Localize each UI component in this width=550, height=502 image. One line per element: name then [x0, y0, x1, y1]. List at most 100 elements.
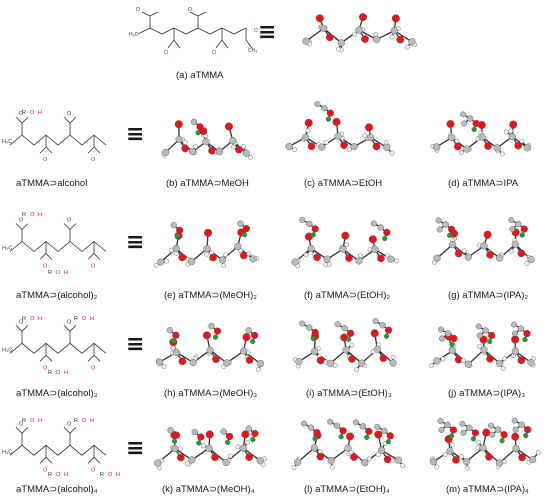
carbon-atom	[463, 145, 471, 153]
oxygen-atom	[500, 431, 508, 439]
oxygen-atom	[347, 329, 355, 337]
oxygen-atom	[316, 356, 325, 365]
panel-a-skeletal: O O H₃C CH₃ O O O	[128, 2, 264, 68]
caption-g: (g) aTMMA⊃(IPA)₂	[448, 290, 529, 301]
carbon-atom	[229, 137, 237, 145]
carbon-atom	[377, 224, 385, 231]
carbon-atom	[334, 321, 341, 328]
oxygen-atom	[172, 431, 181, 439]
carbon-atom	[512, 444, 520, 453]
hydrogen-atom	[503, 129, 509, 135]
oxygen-atom	[471, 429, 480, 437]
caption-i: (i) aTMMA⊃(EtOH)₃	[306, 388, 392, 399]
carbon-atom	[460, 429, 467, 436]
hydrogen-atom	[460, 358, 466, 363]
carbon-atom	[188, 456, 196, 464]
oxygen-atom	[325, 33, 334, 42]
atom-r: R	[22, 418, 26, 424]
oxygen-atom	[383, 228, 391, 237]
carbon-atom	[218, 256, 227, 264]
oxygen-atom	[488, 331, 496, 340]
carbon-atom	[433, 254, 441, 262]
carbon-atom	[256, 360, 265, 368]
carbon-atom	[449, 347, 457, 355]
oxygen-atom	[172, 331, 180, 339]
carbon-atom	[515, 220, 522, 228]
oxygen-atom	[511, 432, 520, 441]
atom-h-red: H	[116, 472, 120, 478]
row3-label: aTMMA⊃(alcohol)₃	[16, 388, 98, 399]
oxygen-atom	[365, 427, 373, 435]
atom-o-red: O	[30, 110, 35, 116]
panel-k-3d	[148, 412, 270, 482]
oxygen-atom	[212, 355, 220, 363]
carbon-atom	[242, 149, 250, 157]
carbon-atom	[157, 258, 165, 266]
carbon-atom	[390, 27, 398, 35]
carbon-atom	[366, 133, 375, 142]
carbon-atom	[187, 258, 196, 266]
oxygen-atom	[348, 355, 356, 363]
oxygen-atom	[452, 456, 460, 464]
hydrogen-atom	[394, 258, 400, 264]
carbon-atom	[433, 357, 441, 365]
hbond-hydrogen-atom	[346, 336, 352, 342]
caption-a-italic: a	[190, 70, 196, 81]
ball-and-stick-model	[431, 217, 535, 266]
carbon-atom	[476, 332, 483, 339]
oxygen-atom	[205, 430, 214, 439]
hydrogen-atom	[349, 342, 355, 348]
carbon-atom	[466, 115, 474, 122]
hydrogen-atom	[454, 138, 460, 144]
oxygen-atom	[341, 231, 350, 240]
hydrogen-atom	[193, 144, 198, 149]
carbon-atom	[480, 242, 488, 250]
hydrogen-atom	[317, 448, 323, 454]
oxygen-atom	[518, 453, 526, 462]
hydrogen-atom	[201, 443, 206, 449]
hydrogen-atom	[354, 367, 360, 373]
hydrogen-atom	[375, 452, 381, 457]
oxygen-atom	[197, 433, 205, 441]
hydrogen-atom	[440, 356, 446, 362]
atom-o-red: O	[43, 264, 48, 270]
carbon-atom	[358, 359, 366, 367]
atom-r: R	[100, 472, 104, 478]
carbon-atom	[372, 318, 379, 325]
carbon-atom	[511, 321, 518, 328]
atom-o: O	[67, 319, 72, 325]
oxygen-atom	[178, 357, 187, 366]
hbond-hydrogen-atom	[364, 434, 370, 440]
carbon-atom	[512, 330, 519, 337]
panel-a-3d	[296, 4, 422, 66]
ball-and-stick-model	[285, 101, 395, 156]
atom-o-red: O	[82, 418, 87, 424]
skeletal-structure-a: O O H₃C CH₃ O O O	[129, 7, 258, 56]
oxygen-atom	[346, 432, 355, 441]
caption-f: (f) aTMMA⊃(EtOH)₂	[304, 290, 391, 301]
hydrogen-atom	[344, 242, 349, 247]
carbon-atom	[206, 346, 214, 354]
hbond-hydrogen-atom	[175, 233, 181, 239]
oxygen-atom	[311, 328, 319, 337]
ball-and-stick-model	[154, 425, 267, 471]
atom-r: R	[22, 110, 26, 116]
hbond-hydrogen-atom	[449, 341, 455, 348]
oxygen-atom	[485, 453, 493, 461]
atom-h3c: H₃C	[2, 246, 12, 252]
oxygen-atom	[453, 142, 462, 151]
hydrogen-atom	[255, 367, 261, 372]
carbon-atom	[370, 220, 377, 227]
atom-o: O	[19, 111, 24, 117]
hydrogen-atom	[227, 453, 233, 459]
carbon-atom	[299, 320, 306, 327]
carbon-atom	[374, 423, 381, 430]
oxygen-atom	[345, 254, 353, 262]
hydrogen-atom	[231, 144, 236, 150]
carbon-atom	[466, 424, 473, 432]
oxygen-atom	[211, 453, 219, 462]
oxygen-atom	[448, 225, 456, 234]
carbon-atom	[371, 245, 379, 253]
atom-h-red: H	[64, 472, 68, 478]
carbon-atom	[205, 444, 213, 452]
